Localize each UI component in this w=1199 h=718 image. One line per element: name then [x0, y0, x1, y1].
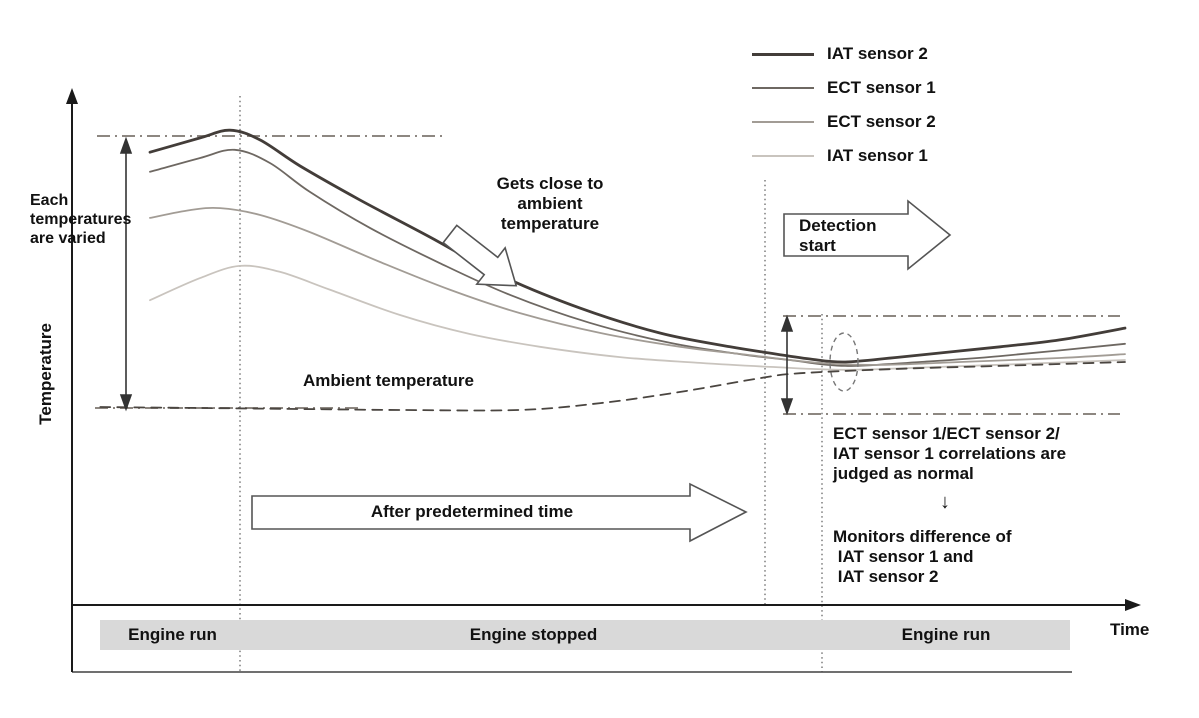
legend-label-ect-sensor-1: ECT sensor 1 — [827, 78, 936, 97]
varied-range-arrow-top — [119, 136, 133, 154]
judged-normal-note: ECT sensor 1/ECT sensor 2/ IAT sensor 1 … — [833, 424, 1067, 484]
ambient-line-label: Ambient temperature — [303, 371, 474, 390]
range-arrows — [119, 136, 794, 416]
detection-start-label: Detection start — [799, 216, 877, 256]
curve-iat-sensor-1 — [149, 264, 1126, 371]
convergence-ellipse — [829, 332, 859, 392]
engine-band — [100, 620, 1070, 650]
legend-item-ect-sensor-1: ECT sensor 1 — [752, 78, 936, 98]
varied-note: Each temperatures are varied — [30, 192, 132, 247]
legend-line-iat-sensor-1 — [752, 155, 814, 157]
legend-item-iat-sensor-2: IAT sensor 2 — [752, 44, 936, 64]
x-axis-label: Time — [1110, 620, 1150, 639]
detection-start-arrow — [783, 199, 952, 271]
axis-arrowheads — [66, 88, 1141, 611]
down-arrow-icon: ↓ — [940, 491, 950, 513]
gets-close-arrow — [442, 224, 518, 287]
legend-line-ect-sensor-2 — [752, 121, 814, 123]
temperature-curves — [99, 128, 1127, 412]
detection-range-arrow-top — [780, 314, 794, 332]
y-axis-label: Temperature — [36, 323, 55, 425]
legend-line-ect-sensor-1 — [752, 87, 814, 89]
legend-item-ect-sensor-2: ECT sensor 2 — [752, 112, 936, 132]
legend-label-iat-sensor-1: IAT sensor 1 — [827, 146, 928, 165]
legend-label-ect-sensor-2: ECT sensor 2 — [827, 112, 936, 131]
gets-close-note: Gets close to ambient temperature — [496, 174, 604, 234]
legend-line-iat-sensor-2 — [752, 52, 814, 56]
gets-close-arrow-shape — [442, 224, 518, 287]
curve-iat-sensor-2 — [148, 128, 1127, 364]
curve-ambient-temperature — [99, 361, 1126, 412]
legend: IAT sensor 2 ECT sensor 1 ECT sensor 2 I… — [752, 44, 936, 180]
detection-range-arrow-bottom — [780, 398, 794, 416]
event-boundary-lines — [239, 96, 823, 672]
y-axis-arrowhead — [66, 88, 78, 104]
legend-label-iat-sensor-2: IAT sensor 2 — [827, 44, 928, 63]
after-time-label: After predetermined time — [370, 502, 574, 521]
after-time-arrow — [251, 482, 748, 543]
varied-range-arrow-bottom — [119, 394, 133, 412]
curve-ect-sensor-1 — [149, 148, 1126, 367]
monitors-note: Monitors difference of IAT sensor 1 and … — [833, 527, 1012, 587]
legend-item-iat-sensor-1: IAT sensor 1 — [752, 146, 936, 166]
x-axis-arrowhead — [1125, 599, 1141, 611]
axes — [71, 98, 1130, 673]
block-arrows — [251, 199, 952, 543]
curve-ect-sensor-2 — [149, 206, 1126, 366]
band-label-engine-run-1: Engine run — [128, 625, 217, 644]
band-label-engine-run-2: Engine run — [901, 625, 991, 644]
band-label-engine-stopped: Engine stopped — [469, 625, 598, 644]
